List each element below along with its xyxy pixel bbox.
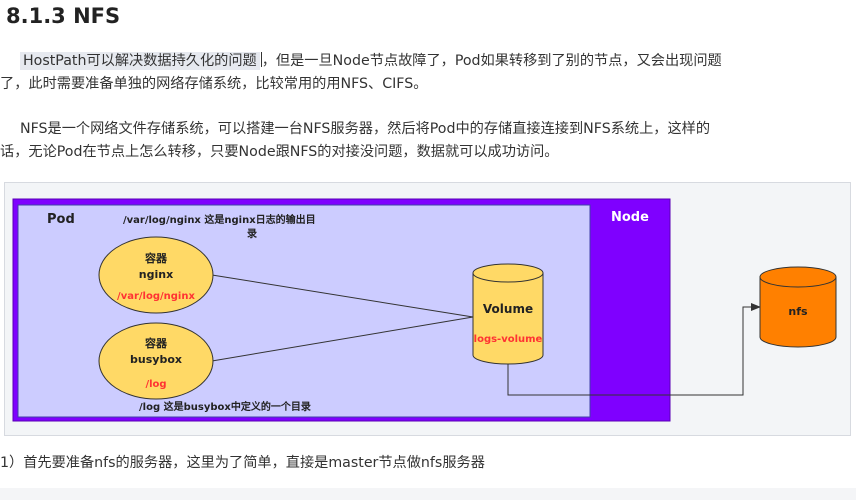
pod-label: Pod xyxy=(47,212,75,227)
paragraph-step1: 1）首先要准备nfs的服务器，这里为了简单，直接是master节点做nfs服务器 xyxy=(0,455,485,471)
note-bottom: /log 这是busybox中定义的一个目录 xyxy=(139,400,311,413)
paragraph-hostpath: HostPath可以解决数据持久化的问题，但是一旦Node节点故障了，Pod如果… xyxy=(0,50,852,96)
diagram-canvas: Node Pod /var/log/nginx 这是nginx日志的输出目 录 … xyxy=(12,198,837,422)
volume-cylinder-body xyxy=(472,273,544,365)
nfs-diagram: Node Pod /var/log/nginx 这是nginx日志的输出目 录 … xyxy=(4,182,851,436)
code-block-edge xyxy=(0,488,856,500)
container-busybox-name: busybox xyxy=(130,353,182,366)
container-nginx-name: nginx xyxy=(139,268,173,281)
node-label: Node xyxy=(611,210,649,225)
volume-label: Volume xyxy=(483,302,533,316)
section-heading: 8.1.3 NFS xyxy=(6,4,121,28)
container-busybox-path: /log xyxy=(145,379,166,390)
paragraph-nfs-intro: NFS是一个网络文件存储系统，可以搭建一台NFS服务器，然后将Pod中的存储直接… xyxy=(0,118,852,164)
note-top-line1: /var/log/nginx 这是nginx日志的输出目 xyxy=(123,213,316,226)
nfs-cylinder-body xyxy=(759,277,837,348)
container-busybox-title: 容器 xyxy=(144,336,168,350)
paragraph-nfs-line2: 话，无论Pod在节点上怎么转移，只要Node跟NFS的对接没问题，数据就可以成功… xyxy=(0,144,559,160)
nfs-cylinder-top xyxy=(759,266,837,288)
highlighted-text[interactable]: HostPath可以解决数据持久化的问题 xyxy=(20,52,260,70)
connector-volume-nfs xyxy=(507,303,761,396)
container-nginx-title: 容器 xyxy=(144,251,168,265)
container-busybox xyxy=(98,322,214,400)
note-top-line2: 录 xyxy=(247,228,257,240)
volume-sublabel: logs-volume xyxy=(474,334,543,345)
connector-busybox-volume xyxy=(211,316,474,362)
text-cursor xyxy=(260,52,262,67)
connector-nginx-volume xyxy=(211,274,474,318)
volume-cylinder-top xyxy=(472,263,544,283)
paragraph-hostpath-line2: 了，此时需要准备单独的网络存储系统，比较常用的用NFS、CIFS。 xyxy=(0,76,428,92)
container-nginx xyxy=(98,236,214,314)
paragraph-hostpath-rest: ，但是一旦Node节点故障了，Pod如果转移到了别的节点，又会出现问题 xyxy=(261,53,722,69)
paragraph-nfs-line1: NFS是一个网络文件存储系统，可以搭建一台NFS服务器，然后将Pod中的存储直接… xyxy=(20,121,711,137)
container-nginx-path: /var/log/nginx xyxy=(117,291,195,302)
nfs-label: nfs xyxy=(788,305,808,318)
